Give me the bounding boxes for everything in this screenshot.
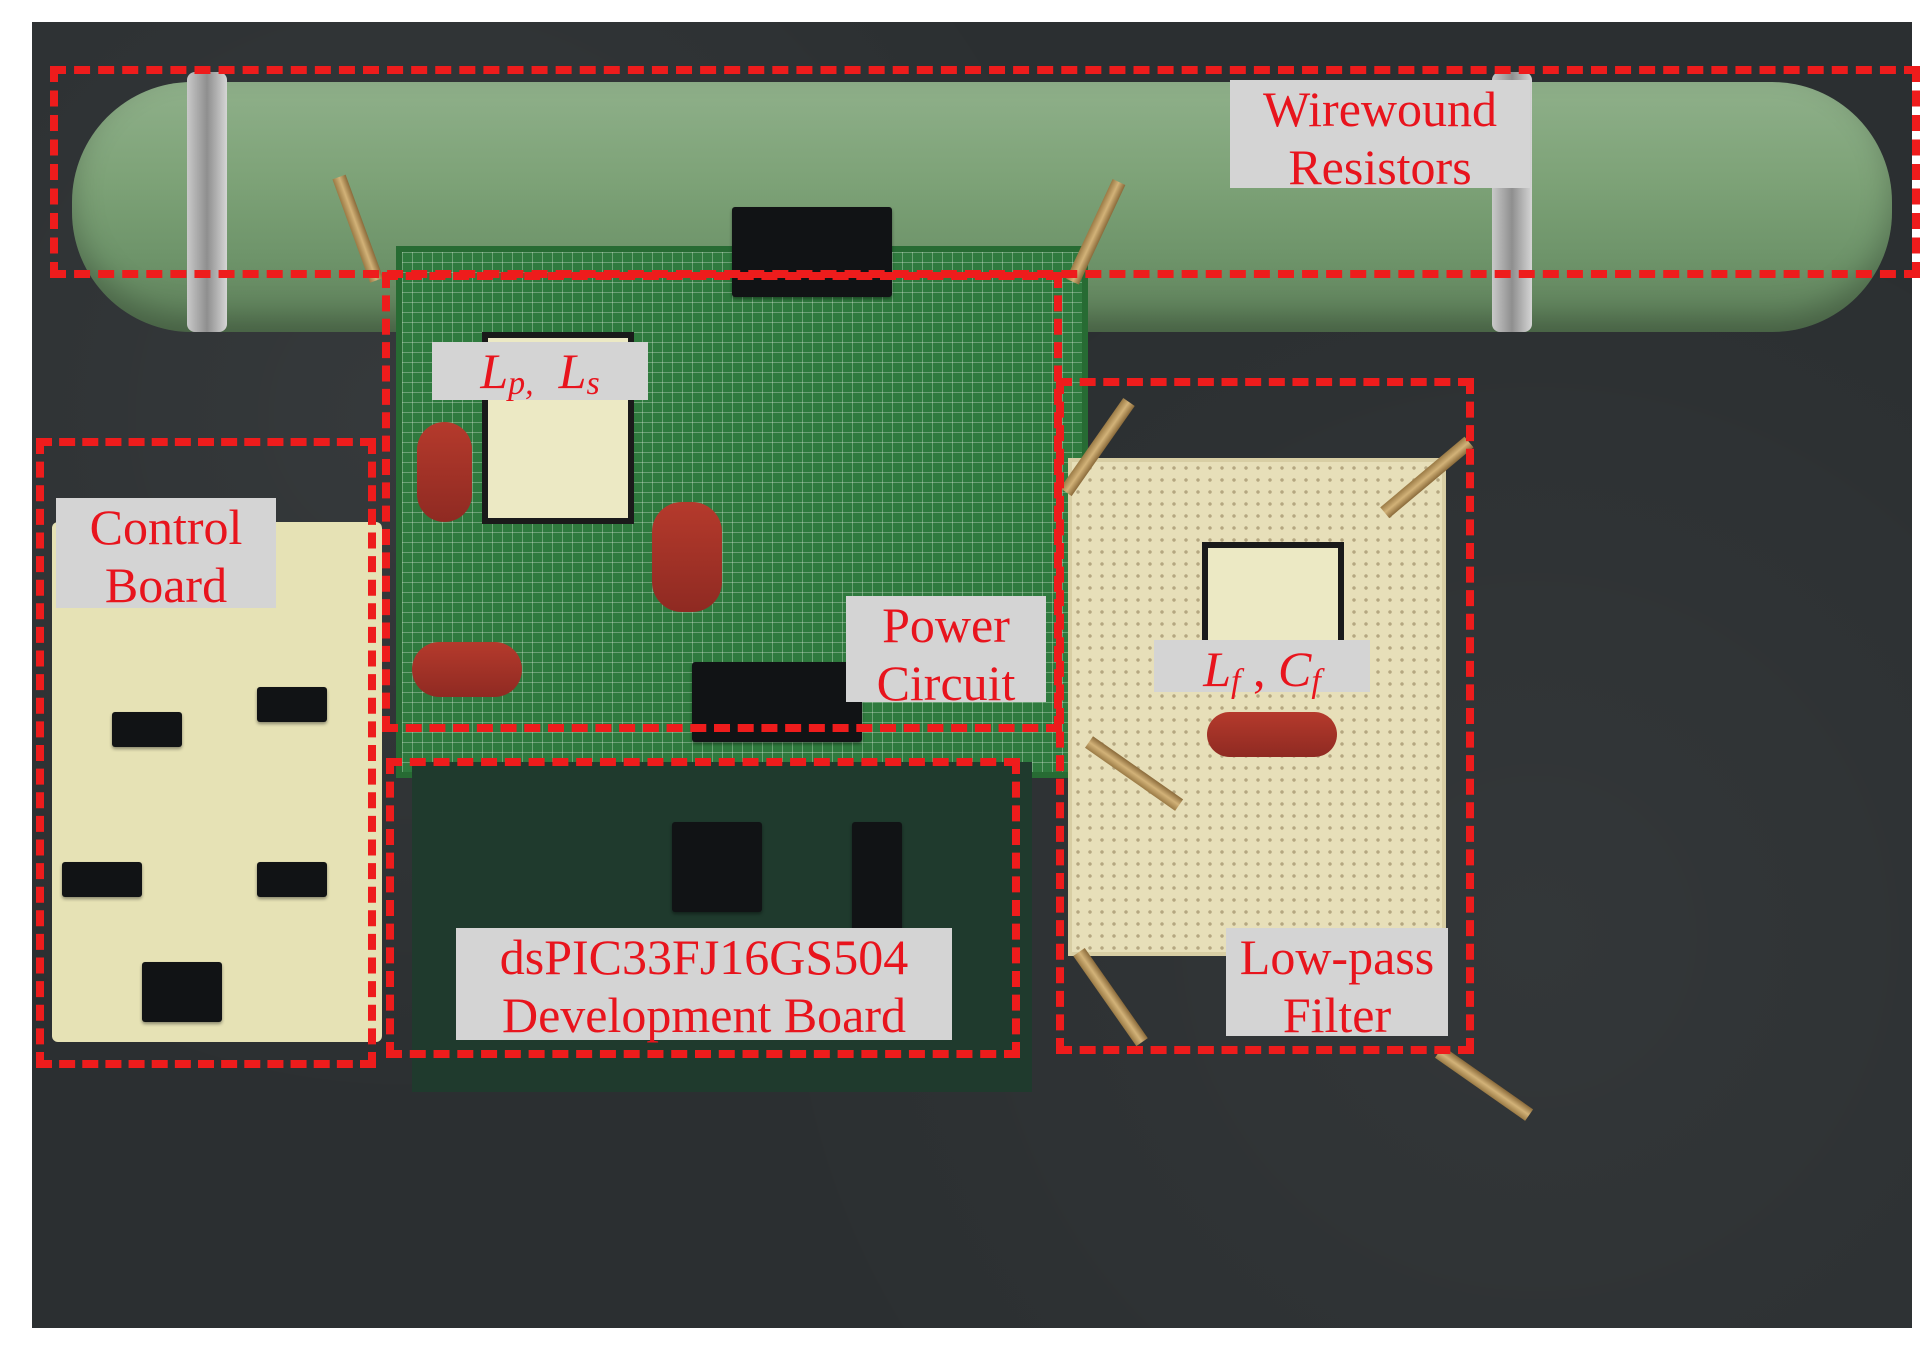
ic-chip [257,687,327,722]
subscript-s: s [586,365,600,402]
resistor-clamp [187,72,227,332]
label-wirewound-resistors: Wirewound Resistors [1230,80,1530,195]
label-line: Filter [1282,987,1392,1043]
label-development-board: dsPIC33FJ16GS504 Development Board [456,928,952,1043]
outline-control-board [36,438,376,1068]
label-control-board: Control Board [56,498,276,613]
label-line: Power [882,597,1010,653]
label-line: Wirewound [1262,81,1498,137]
label-line: Control [89,499,243,555]
subscript-f: f [1311,663,1321,700]
symbol-l: L [558,343,587,399]
symbol-l: L [480,343,509,399]
symbol-l: L [1203,641,1232,697]
capacitor-cf [1207,712,1337,757]
label-line: Development Board [501,987,907,1043]
label-line: Resistors [1288,139,1472,195]
label-line: dsPIC33FJ16GS504 [499,929,909,985]
separator: , [1240,641,1278,697]
label-power-circuit: Power Circuit [846,596,1046,711]
ic-chip [257,862,327,897]
label-lp-ls: Lp, Ls [432,342,648,402]
capacitor [652,502,722,612]
ic-chip [62,862,142,897]
outline-low-pass-filter [1056,378,1474,1054]
control-board [52,522,382,1042]
subscript-f: f [1231,663,1241,700]
subscript-p: p, [508,365,534,402]
capacitor [412,642,522,697]
label-low-pass-filter: Low-pass Filter [1226,928,1448,1043]
label-line: Board [104,557,228,613]
symbol-c: C [1277,641,1312,697]
outline-wirewound-resistors [50,66,1920,278]
power-device [142,962,222,1022]
outline-development-board [386,758,1020,1058]
ic-chip [112,712,182,747]
label-line: Circuit [876,655,1016,711]
label-line: Low-pass [1239,929,1435,985]
dspic-chip [672,822,762,912]
label-lf-cf: Lf , Cf [1154,640,1370,700]
heatsink-component [732,207,892,297]
capacitor [417,422,472,522]
